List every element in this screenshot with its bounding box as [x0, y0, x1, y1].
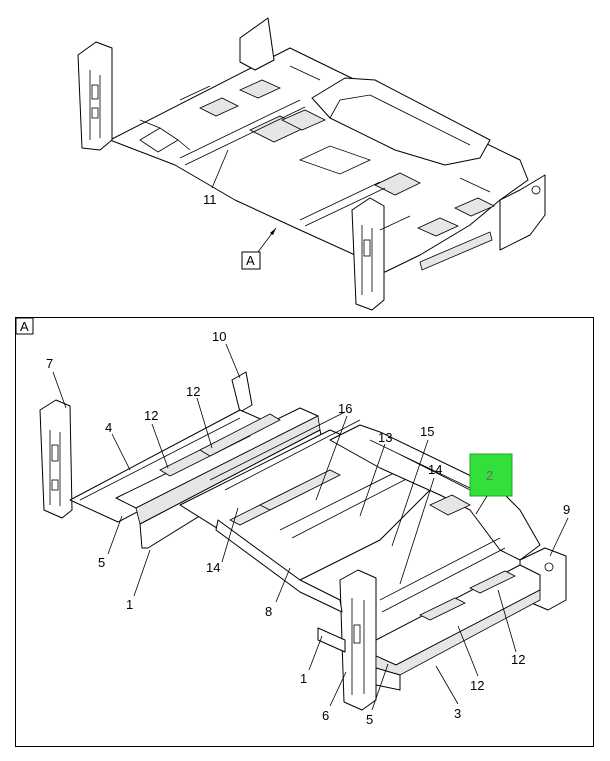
callout-12-b: 12	[186, 384, 200, 399]
callout-1-b: 1	[300, 671, 307, 686]
detail-view-label: A	[20, 319, 29, 334]
callout-3: 3	[454, 706, 461, 721]
callout-4: 4	[105, 420, 112, 435]
callout-1-a: 1	[126, 597, 133, 612]
callout-13: 13	[378, 430, 392, 445]
callout-15: 15	[420, 424, 434, 439]
callout-12-d: 12	[511, 652, 525, 667]
callout-5-a: 5	[98, 555, 105, 570]
view-a-label: A	[246, 253, 255, 268]
callout-9: 9	[563, 502, 570, 517]
callout-6: 6	[322, 708, 329, 723]
detail-view-box	[15, 317, 34, 335]
callout-5-b: 5	[366, 712, 373, 727]
highlighted-callout-box[interactable]	[469, 453, 513, 497]
overview-drawing	[77, 17, 546, 311]
callout-12-c: 12	[470, 678, 484, 693]
detail-frame	[15, 317, 594, 747]
callout-2[interactable]: 2	[486, 468, 493, 483]
leader-lines	[52, 343, 569, 711]
callout-16: 16	[338, 401, 352, 416]
detail-drawing	[39, 371, 567, 711]
callout-7: 7	[46, 356, 53, 371]
callout-14-b: 14	[206, 560, 220, 575]
callout-14-a: 14	[428, 462, 442, 477]
view-a-box	[241, 251, 261, 270]
callout-8: 8	[265, 604, 272, 619]
callout-12-a: 12	[144, 408, 158, 423]
callout-10: 10	[212, 329, 226, 344]
callout-11: 11	[203, 192, 217, 207]
